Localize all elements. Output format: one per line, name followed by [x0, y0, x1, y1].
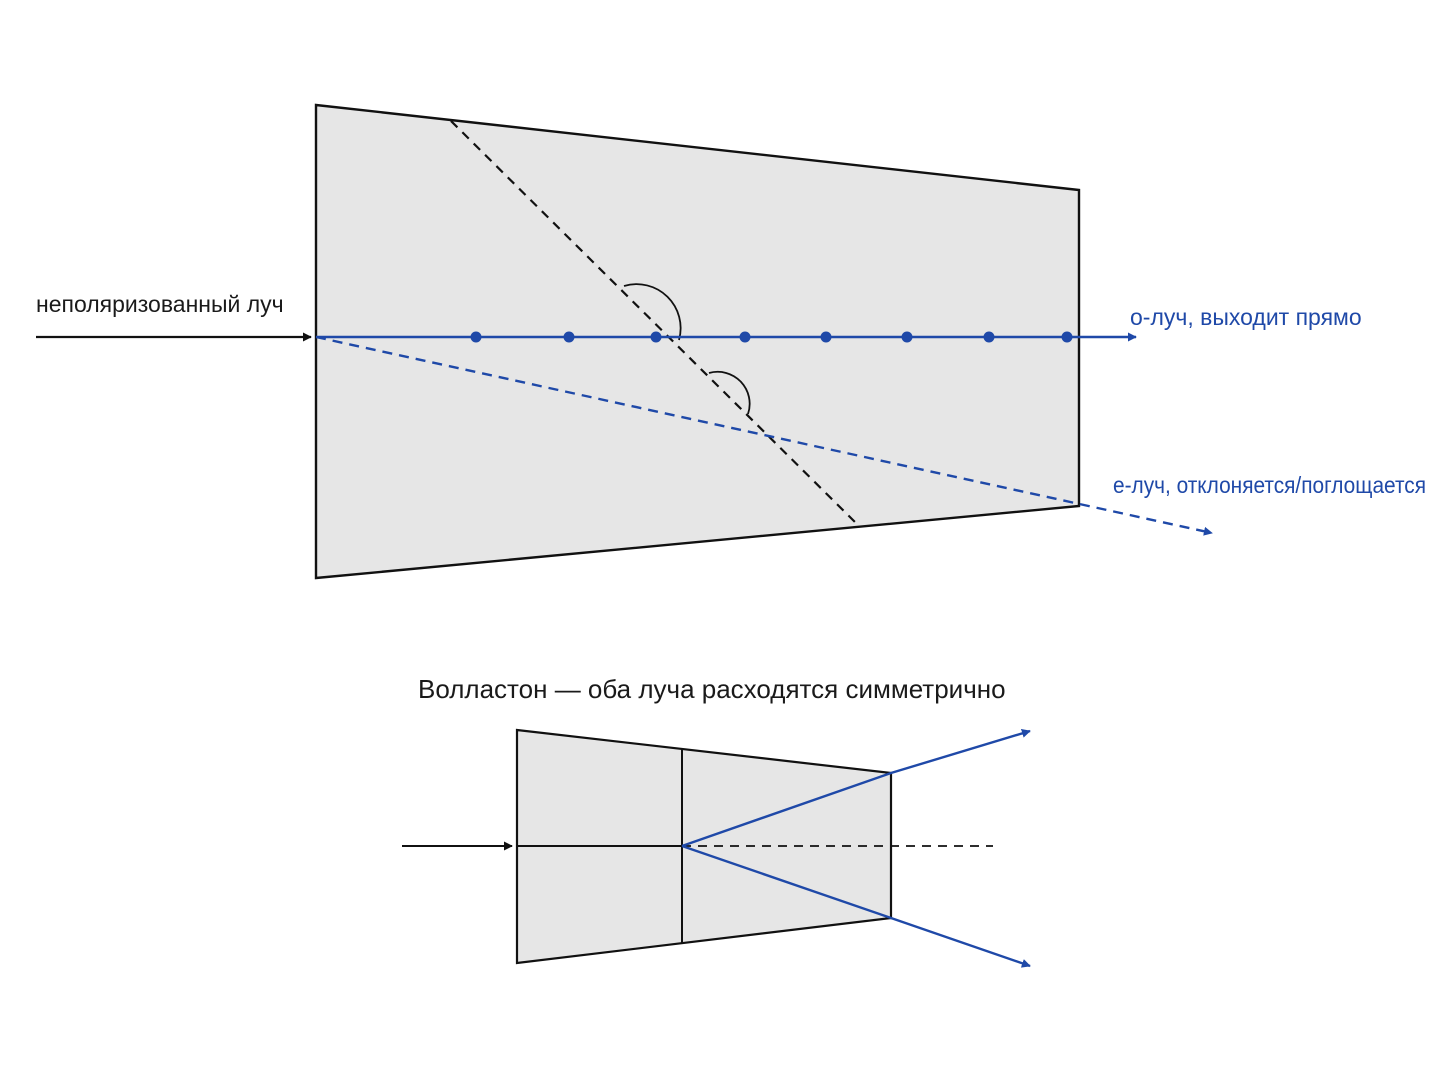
- e-ray-label: е-луч, отклоняется/поглощается: [1113, 472, 1426, 498]
- polarization-dot: [470, 331, 482, 343]
- polarization-dot: [563, 331, 575, 343]
- angle-arc-upper: [623, 283, 682, 341]
- polarization-dot: [983, 331, 995, 343]
- wollaston-prism-group: Волластон — оба луча расходятся симметри…: [402, 674, 1031, 968]
- wollaston-caption: Волластон — оба луча расходятся симметри…: [418, 674, 1006, 704]
- polarization-dot: [901, 331, 913, 343]
- polarization-dot: [739, 331, 751, 343]
- polarization-dot: [820, 331, 832, 343]
- input-ray-label: неполяризованный луч: [36, 291, 284, 317]
- o-ray-polarization-dots: [470, 331, 1073, 343]
- wollaston-lower-ray: [681, 844, 1031, 968]
- wollaston-upper-ray: [681, 729, 1031, 848]
- angle-arc-lower: [708, 370, 751, 415]
- prism-body: [314, 103, 1081, 580]
- polarization-dot: [650, 331, 662, 343]
- polarizer-prism-group: неполяризованный луч о-луч, выходит прям…: [36, 103, 1426, 580]
- polarization-dot: [1061, 331, 1073, 343]
- o-ray-label: о-луч, выходит прямо: [1130, 304, 1362, 330]
